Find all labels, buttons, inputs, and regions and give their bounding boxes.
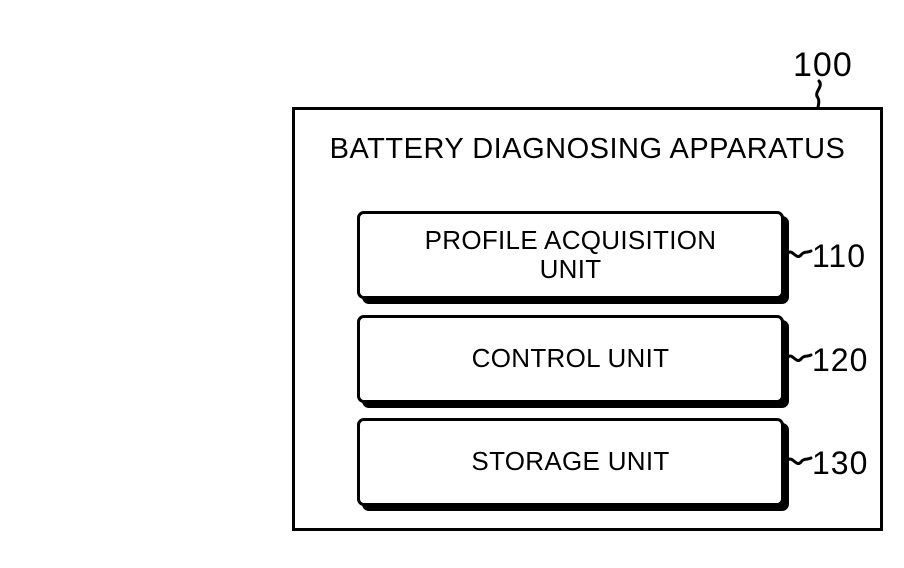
apparatus-title: BATTERY DIAGNOSING APPARATUS: [329, 133, 846, 165]
storage-unit-label: STORAGE UNIT: [471, 446, 670, 477]
leader-line-120-icon: [785, 349, 813, 369]
reference-number-100: 100: [793, 46, 853, 84]
reference-number-120: 120: [812, 342, 869, 378]
storage-unit-block: STORAGE UNIT: [357, 418, 784, 506]
leader-line-100-icon: [806, 79, 836, 110]
unit-label-line-1: PROFILE ACQUISITION: [424, 224, 717, 255]
reference-number-130: 130: [812, 445, 869, 481]
leader-line-110-icon: [785, 245, 813, 265]
control-unit-block: CONTROL UNIT: [357, 315, 784, 403]
profile-acquisition-unit-block: PROFILE ACQUISITION UNIT: [357, 211, 784, 299]
control-unit-label: CONTROL UNIT: [471, 343, 670, 374]
leader-line-130-icon: [785, 452, 813, 472]
profile-acquisition-unit-label: PROFILE ACQUISITION UNIT: [415, 224, 727, 284]
reference-number-110: 110: [812, 238, 867, 274]
unit-label-line-2: UNIT: [539, 254, 602, 284]
